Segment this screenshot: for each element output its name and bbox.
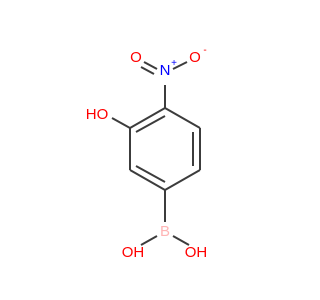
oxygen-right-label: O [189,49,201,66]
bond-c-oh [111,117,131,129]
bond-n-o-double-a [143,61,158,70]
oxygen-top-label: O [130,49,142,66]
structure-diagram: N + O O - HO B OH OH [86,45,208,261]
oxygen-right-charge: - [203,45,206,56]
boron-label: B [160,223,170,240]
ring-bond-c6-c1 [129,107,166,129]
bond-n-o-single [172,61,188,70]
hydroxyl-label: HO [86,106,109,123]
ring-bond-c6-c1-inner [135,115,166,133]
nitrogen-label: N [160,62,171,79]
boron-oh-left-label: OH [122,244,145,261]
ring-bond-c3-c4 [164,169,201,191]
ring-bond-c4-c5 [129,169,166,191]
boron-oh-right-label: OH [185,244,208,261]
atom-labels: N + O O - HO B OH OH [86,45,208,261]
bond-n-o-double-b [140,66,155,75]
bond-b-oh-right [172,235,190,246]
nitrogen-charge: + [171,58,177,69]
bond-b-oh-left [140,235,158,246]
ring-bond-c4-c5-inner [135,165,166,183]
bonds [111,61,201,246]
ring-bond-c1-c2 [164,107,201,129]
